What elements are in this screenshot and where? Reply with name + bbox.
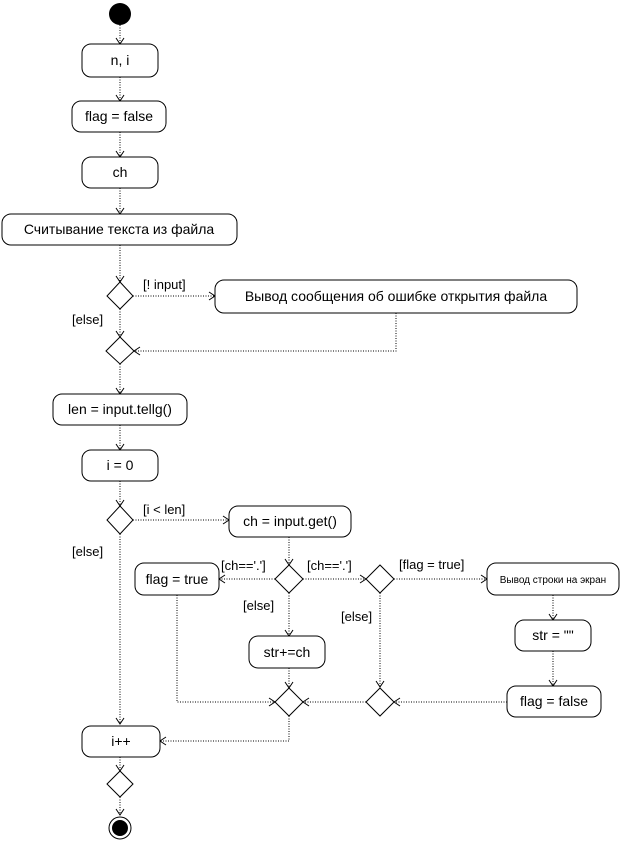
action-flag-false-1-label: flag = false (85, 108, 153, 124)
arrowhead (208, 291, 216, 301)
guard-ch-eq-dot-left: [ch=='.'] (221, 558, 266, 573)
arrowhead (133, 346, 141, 356)
arrowhead (548, 679, 558, 687)
decision-ch-dot-2 (365, 564, 395, 594)
action-ch: ch (81, 156, 159, 189)
action-get-ch-label: ch = input.get() (243, 513, 337, 529)
merge-input-check (105, 336, 135, 365)
merge-right (365, 687, 395, 717)
guard-else-3: [else] (243, 598, 274, 613)
arrowhead (115, 808, 125, 816)
guard-i-lt-len: [i < len] (143, 502, 185, 517)
arrowhead (115, 275, 125, 283)
action-i-inc: i++ (81, 725, 161, 758)
action-len: len = input.tellg() (52, 393, 188, 426)
action-i-zero: i = 0 (81, 449, 159, 482)
arrowhead (284, 681, 294, 689)
arrowhead (115, 443, 125, 451)
merge-inner (274, 687, 304, 717)
decision-ch-dot (274, 564, 304, 594)
guard-else-1: [else] (72, 312, 103, 327)
action-read-text-label: Считывание текста из файла (24, 221, 215, 237)
arrowhead (115, 150, 125, 158)
arrowhead (115, 499, 125, 507)
action-flag-false-2: flag = false (506, 685, 602, 718)
action-flag-false-1: flag = false (71, 100, 167, 133)
merge-final (106, 770, 134, 798)
action-flag-false-2-label: flag = false (520, 693, 588, 709)
arrowhead (268, 697, 276, 707)
decision-loop (106, 505, 134, 535)
end-node (112, 820, 128, 836)
guard-else-4: [else] (341, 609, 372, 624)
guard-else-2: [else] (72, 544, 103, 559)
action-i-zero-label: i = 0 (107, 457, 134, 473)
arrowhead (548, 613, 558, 621)
decision-input-check (106, 281, 134, 310)
start-node (109, 3, 131, 25)
arrowhead (375, 680, 385, 688)
edge-merge2-inc (160, 716, 290, 742)
guard-not-input: [! input] (143, 277, 186, 292)
action-read-text: Считывание текста из файла (1, 213, 238, 246)
arrowhead (115, 387, 125, 395)
edge-error-merge1 (134, 313, 397, 352)
guard-ch-eq-dot-right: [ch=='.'] (307, 558, 352, 573)
action-get-ch: ch = input.get() (228, 505, 352, 538)
arrowhead (115, 717, 125, 725)
edge-flagtrue-merge2 (176, 595, 275, 703)
action-str-append: str+=ch (248, 635, 326, 669)
action-len-label: len = input.tellg() (68, 401, 172, 417)
guard-flag-eq-true: [flag = true] (399, 557, 464, 572)
action-str-clear: str = "" (514, 619, 592, 652)
action-n-i-label: n, i (111, 52, 130, 68)
action-str-append-label: str+=ch (264, 644, 311, 660)
action-flag-true: flag = true (134, 562, 220, 596)
action-str-clear-label: str = "" (532, 627, 573, 643)
action-i-inc-label: i++ (111, 733, 130, 749)
action-error-output-label: Вывод сообщения об ошибке открытия файла (245, 288, 548, 304)
action-n-i: n, i (81, 43, 159, 78)
action-flag-true-label: flag = true (146, 571, 209, 587)
action-print-str: Вывод строки на экран (486, 562, 620, 596)
action-print-str-label: Вывод строки на экран (500, 575, 606, 586)
action-ch-label: ch (113, 164, 128, 180)
action-error-output: Вывод сообщения об ошибке открытия файла (214, 279, 578, 314)
